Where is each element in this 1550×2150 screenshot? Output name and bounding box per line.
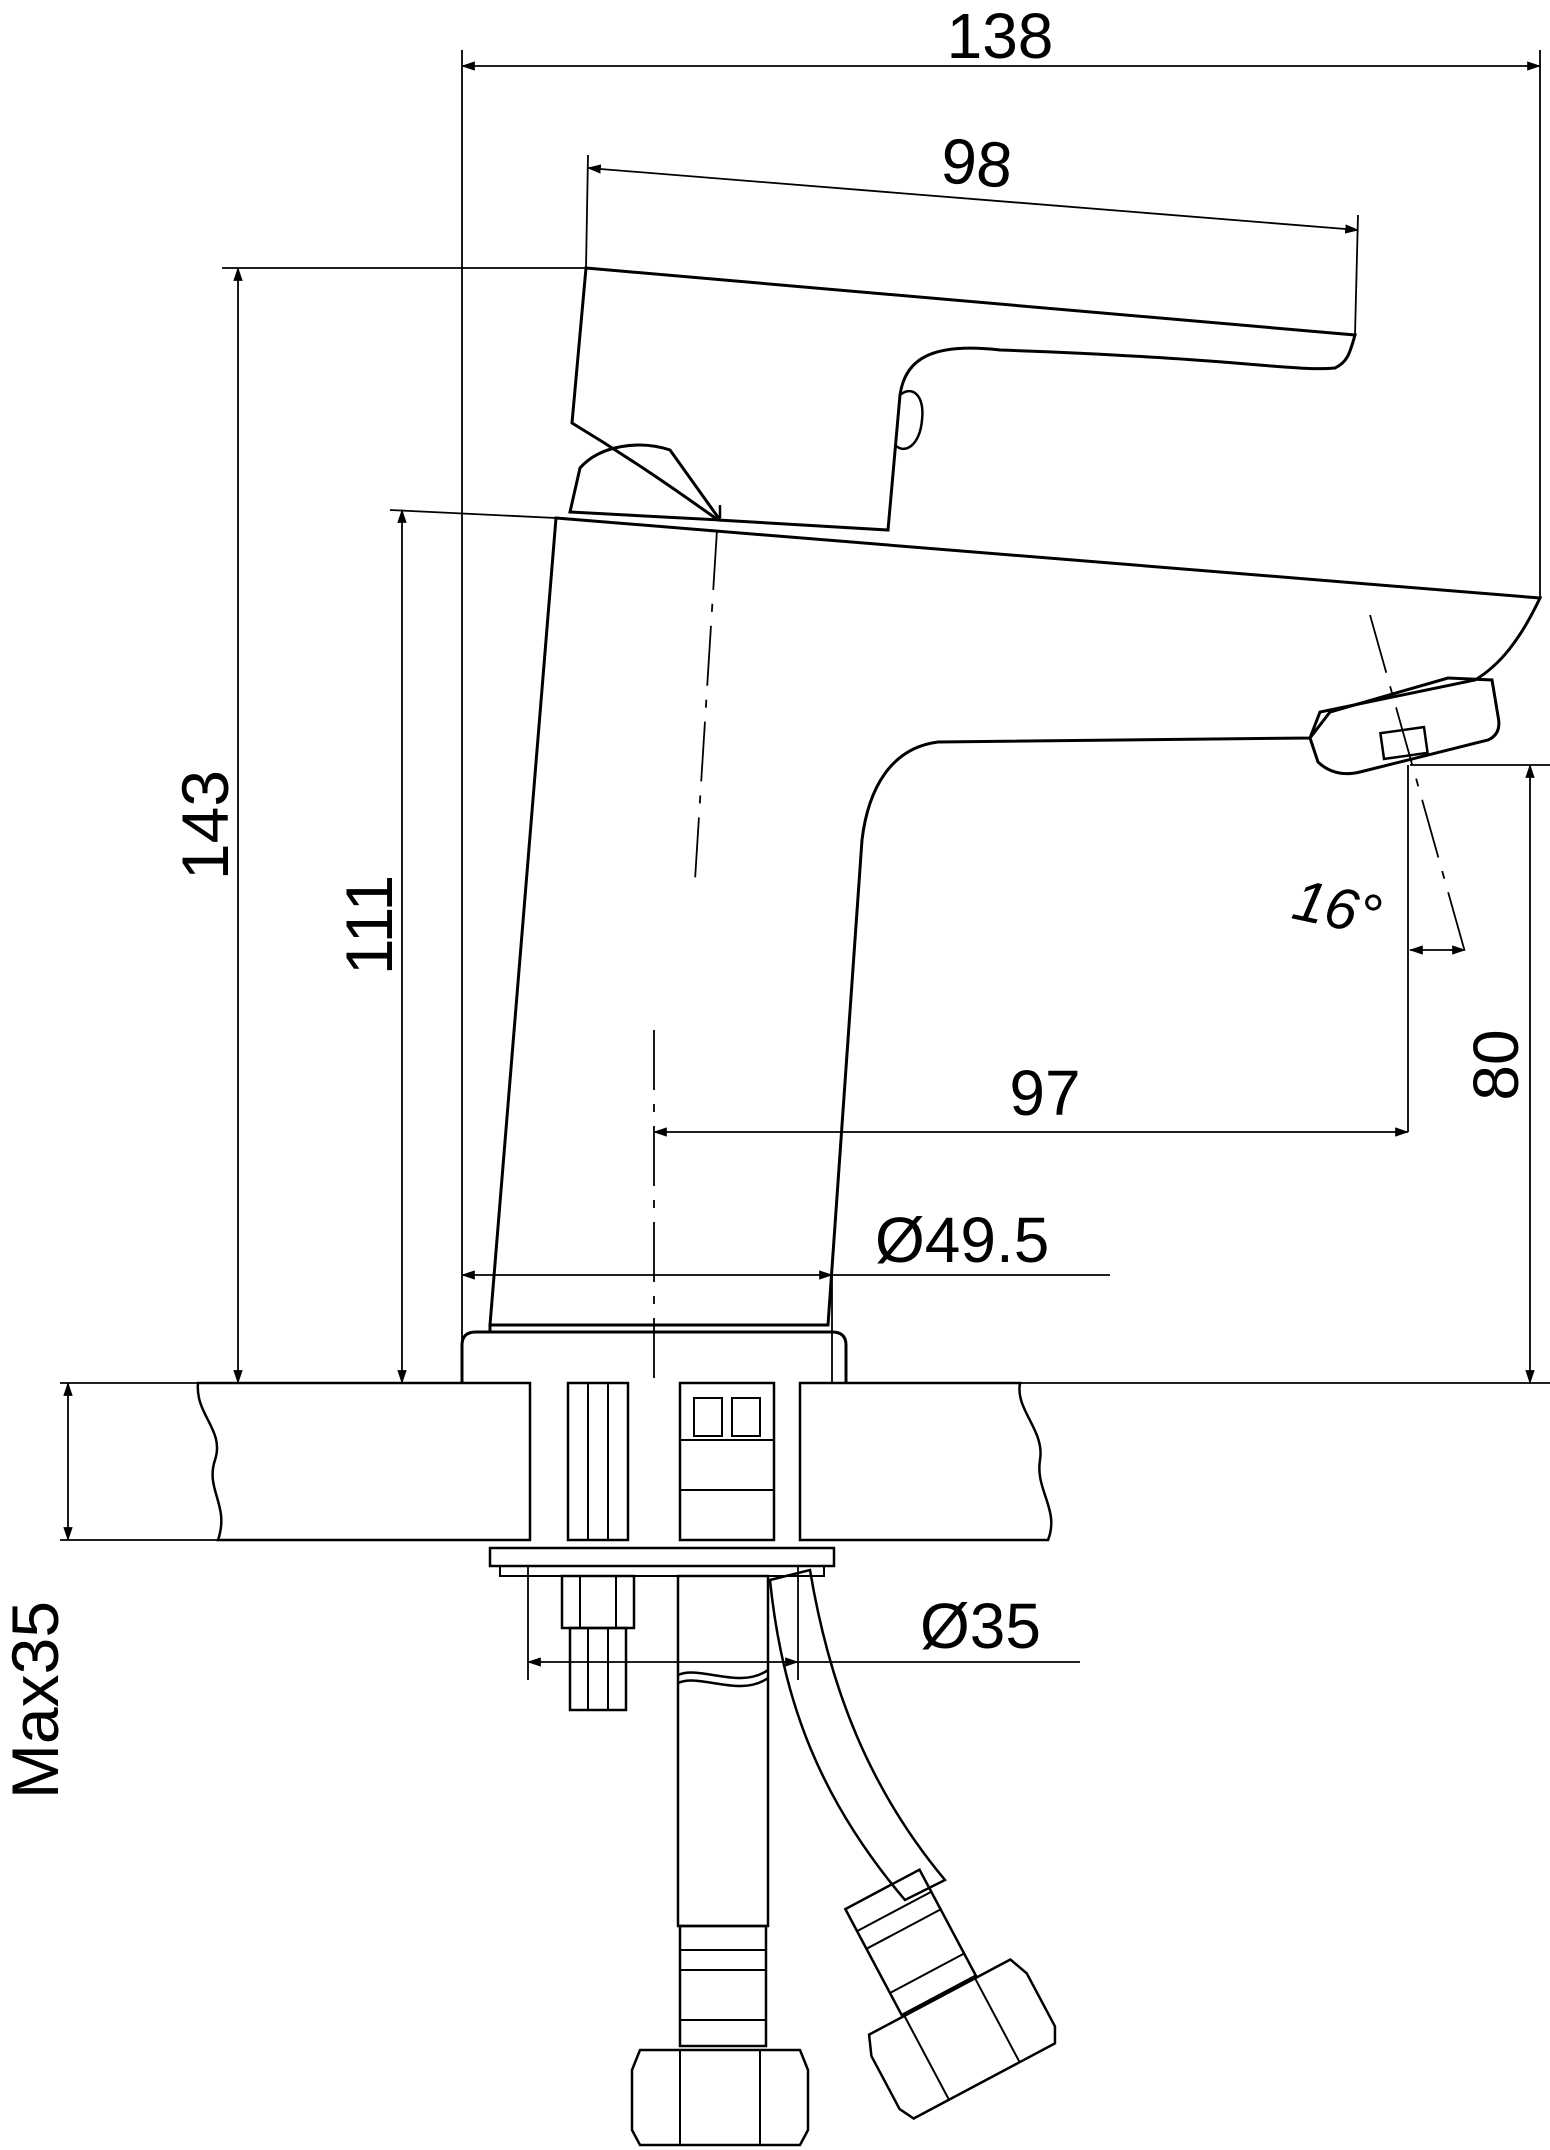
label-16-deg: 16° [1287,867,1386,949]
hose-fitting [678,1381,776,1542]
label-80: 80 [1460,1029,1532,1100]
label-143: 143 [168,770,242,880]
mounting-stud [566,1381,630,1542]
handle-lever-knob [894,389,924,451]
countertop-left [196,1381,532,1542]
extension-lines [60,50,1550,1680]
centerlines [653,529,1466,1380]
label-max35: Max35 [0,1601,72,1799]
stud-end [568,1626,628,1712]
mounting-nut [560,1574,636,1630]
hose-left [676,1574,770,1928]
label-98: 98 [938,124,1015,201]
flexible-hoses [630,1568,1057,2147]
countertop-section [196,1381,1053,1542]
mounting-hardware [488,1381,836,1712]
label-35: Ø35 [920,1590,1041,1662]
faucet-handle [570,266,1357,532]
label-138: 138 [947,0,1054,72]
handle-cap [568,443,724,522]
dimension-labels: 138 98 143 111 97 80 16° Ø49.5 Ø35 Max35 [0,0,1532,1799]
hex-nut-right [867,1958,1057,2120]
aerator [1308,676,1501,776]
label-97: 97 [1009,1057,1080,1129]
hose-right [768,1568,947,1902]
label-49-5: Ø49.5 [875,1204,1049,1276]
faucet-body [488,516,1543,1327]
dim-line-98 [586,164,1360,234]
label-111: 111 [332,875,406,975]
dimension-lines [63,61,1542,1667]
hex-nut-left [630,2048,810,2147]
washer-plate [488,1546,836,1568]
countertop-right [798,1381,1053,1542]
